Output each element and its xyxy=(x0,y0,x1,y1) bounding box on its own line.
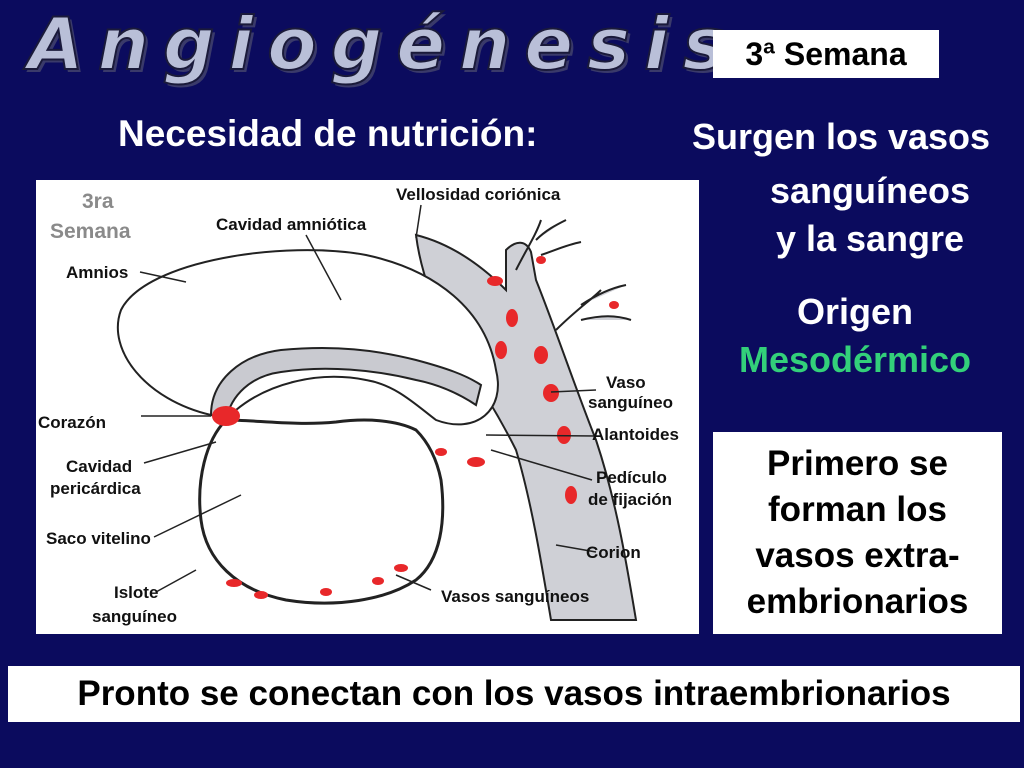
label-pediculo-2: de fijación xyxy=(588,490,672,509)
label-vaso-2: sanguíneo xyxy=(588,393,673,412)
week-label-line2: Semana xyxy=(50,220,131,243)
label-alantoides: Alantoides xyxy=(592,425,679,444)
info-box: Primero se forman los vasos extra- embri… xyxy=(713,432,1002,634)
embryonic-disc xyxy=(209,347,483,422)
info-line-3: vasos extra- xyxy=(755,536,960,575)
label-amnios: Amnios xyxy=(66,263,128,282)
vessels-line-2: sanguíneos xyxy=(769,170,971,211)
bottom-caption: Pronto se conectan con los vasos intraem… xyxy=(8,666,1020,722)
yolk-sac xyxy=(198,418,445,605)
vessels-line-1: Surgen los vasos xyxy=(691,116,991,157)
label-saco-vitelino: Saco vitelino xyxy=(46,529,151,548)
embryo-diagram-svg: 3ra Semana Vellosidad coriónica Cavidad … xyxy=(38,185,679,626)
amnion-outline xyxy=(116,249,499,426)
page-title: Angiogénesis xyxy=(27,1,740,87)
origin-value: Mesodérmico xyxy=(738,339,972,380)
label-corazon: Corazón xyxy=(38,413,106,432)
info-line-2: forman los xyxy=(768,490,947,529)
week-label-line1: 3ra xyxy=(82,190,114,213)
heart-shape xyxy=(212,406,240,426)
label-islote-2: sanguíneo xyxy=(92,607,177,626)
label-corion: Corion xyxy=(586,543,641,562)
week-badge: 3ª Semana xyxy=(713,30,939,78)
label-cavidad-pericardica-1: Cavidad xyxy=(66,457,132,476)
label-vellosidad: Vellosidad coriónica xyxy=(396,185,561,204)
info-line-1: Primero se xyxy=(767,444,948,483)
label-cavidad-amniotica: Cavidad amniótica xyxy=(216,215,367,234)
info-line-4: embrionarios xyxy=(746,582,969,621)
villi xyxy=(515,219,632,331)
label-vasos-sanguineos: Vasos sanguíneos xyxy=(441,587,589,606)
vessels-line-3: y la sangre xyxy=(775,218,965,259)
label-pediculo-1: Pedículo xyxy=(596,468,667,487)
embryo-diagram: 3ra Semana Vellosidad coriónica Cavidad … xyxy=(36,180,699,634)
section-heading: Necesidad de nutrición: xyxy=(118,113,538,154)
label-vaso-1: Vaso xyxy=(606,373,646,392)
label-islote-1: Islote xyxy=(114,583,158,602)
origin-label: Origen xyxy=(796,291,913,332)
label-cavidad-pericardica-2: pericárdica xyxy=(50,479,141,498)
pointer-lines xyxy=(139,204,597,593)
